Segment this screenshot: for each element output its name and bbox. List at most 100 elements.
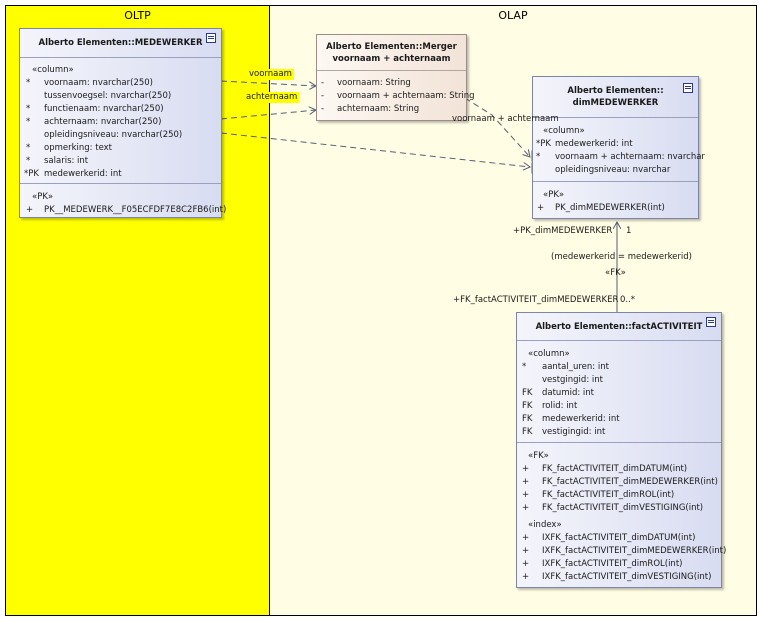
fk-row[interactable]: FK_factACTIVITEIT_dimDATUM(int)	[542, 464, 688, 474]
medewerker-pk-section: «PK» + PK__MEDEWERK__F05ECFDF7E8C2FB6(in…	[20, 184, 226, 217]
column-row[interactable]: opmerking: text	[44, 143, 113, 153]
row-marker: FK	[522, 401, 533, 411]
dim-medewerker-table[interactable]: Alberto Elementen:: dimMEDEWERKER «colum…	[532, 76, 705, 219]
column-row[interactable]: vestgingid: int	[542, 375, 603, 385]
connector-label-merge: voornaam + achternaam	[452, 114, 559, 124]
table-icon	[683, 83, 693, 93]
row-marker: +	[522, 490, 530, 500]
fact-activiteit-table[interactable]: Alberto Elementen::factACTIVITEIT «colum…	[516, 312, 726, 588]
column-stereotype: «column»	[32, 65, 74, 75]
fk-row[interactable]: FK_factACTIVITEIT_dimROL(int)	[542, 490, 675, 500]
row-marker: +	[522, 546, 530, 556]
row-marker: *	[26, 117, 31, 127]
attribute-row[interactable]: voornaam: String	[337, 78, 411, 88]
row-marker: +	[522, 477, 530, 487]
medewerker-table[interactable]: Alberto Elementen::MEDEWERKER «column» *…	[19, 28, 226, 218]
row-marker: *	[522, 362, 527, 372]
pk-row[interactable]: PK_dimMEDEWERKER(int)	[555, 203, 665, 213]
dim-medewerker-columns-section: «column» *PK medewerkerid: int * voornaa…	[533, 118, 705, 182]
fact-columns-section: «column» * aantal_uren: int vestgingid: …	[517, 341, 721, 443]
column-row[interactable]: datumid: int	[542, 388, 595, 398]
column-stereotype: «column»	[543, 126, 585, 136]
column-row[interactable]: salaris: int	[44, 156, 89, 166]
column-row[interactable]: medewerkerid: int	[555, 139, 633, 149]
column-row[interactable]: opleidingsniveau: nvarchar(250)	[44, 130, 183, 140]
row-marker: *	[26, 156, 31, 166]
column-row[interactable]: vestigingid: int	[542, 427, 606, 437]
connector-merge	[464, 97, 530, 157]
column-row[interactable]: medewerkerid: int	[542, 414, 620, 424]
row-marker: *	[26, 104, 31, 114]
attribute-row[interactable]: achternaam: String	[337, 104, 420, 114]
column-row[interactable]: aantal_uren: int	[542, 362, 609, 372]
column-row[interactable]: voornaam: nvarchar(250)	[44, 78, 153, 88]
column-row[interactable]: opleidingsniveau: nvarchar	[555, 165, 671, 175]
row-marker: -	[321, 78, 325, 88]
row-marker: FK	[522, 427, 533, 437]
index-row[interactable]: IXFK_factACTIVITEIT_dimDATUM(int)	[542, 533, 696, 543]
row-marker: +	[522, 503, 530, 513]
connector-opleiding	[220, 132, 530, 167]
connector-label-join: (medewerkerid = medewerkerid)	[551, 252, 692, 262]
index-stereotype: «index»	[528, 520, 562, 530]
connector-achternaam	[220, 110, 316, 120]
table-icon	[706, 317, 716, 327]
connector-label-fact-role: +FK_factACTIVITEIT_dimMEDEWERKER	[453, 295, 619, 305]
row-marker: -	[321, 91, 325, 101]
column-row[interactable]: rolid: int	[542, 401, 578, 411]
fk-row[interactable]: FK_factACTIVITEIT_dimVESTIGING(int)	[542, 503, 704, 513]
connector-label-fact-multiplicity: 0..*	[620, 295, 636, 305]
row-marker: *PK	[24, 169, 39, 179]
row-marker: FK	[522, 388, 533, 398]
dim-medewerker-title-1: Alberto Elementen::	[567, 86, 664, 96]
medewerker-columns-section: «column» * voornaam: nvarchar(250) tusse…	[20, 58, 221, 184]
pk-stereotype: «PK»	[32, 192, 54, 202]
index-row[interactable]: IXFK_factACTIVITEIT_dimVESTIGING(int)	[542, 572, 712, 582]
merger-attributes-section: - voornaam: String - voornaam + achterna…	[317, 71, 475, 120]
connector-label-dim-role: +PK_dimMEDEWERKER	[513, 226, 613, 236]
row-marker: +	[522, 533, 530, 543]
fk-stereotype: «FK»	[528, 451, 549, 461]
column-row[interactable]: medewerkerid: int	[44, 169, 122, 179]
fact-activiteit-title: Alberto Elementen::factACTIVITEIT	[535, 321, 703, 332]
connector-label-achternaam: achternaam	[244, 92, 300, 103]
attribute-row[interactable]: voornaam + achternaam: String	[337, 91, 475, 101]
column-row[interactable]: tussenvoegsel: nvarchar(250)	[44, 91, 172, 101]
connector-label-fk-stereotype: «FK»	[605, 268, 626, 278]
medewerker-table-header: Alberto Elementen::MEDEWERKER	[20, 29, 221, 58]
oltp-lane-title: OLTP	[124, 9, 151, 22]
merger-class-title-1: Alberto Elementen::Merger	[326, 41, 457, 52]
column-row[interactable]: functienaam: nvarchar(250)	[44, 104, 164, 114]
dim-medewerker-pk-section: «PK» + PK_dimMEDEWERKER(int)	[533, 182, 698, 218]
row-marker: +	[522, 572, 530, 582]
row-marker: -	[321, 104, 325, 114]
fact-operations-section: «FK» + FK_factACTIVITEIT_dimDATUM(int) +…	[517, 443, 726, 587]
row-marker: *PK	[536, 139, 551, 149]
merger-class-header: Alberto Elementen::Merger voornaam + ach…	[317, 35, 466, 71]
row-marker: +	[26, 205, 34, 215]
fk-row[interactable]: FK_factACTIVITEIT_dimMEDEWERKER(int)	[542, 477, 718, 487]
column-row[interactable]: voornaam + achternaam: nvarchar	[555, 152, 705, 162]
column-row[interactable]: achternaam: nvarchar(250)	[44, 117, 162, 127]
row-marker: *	[26, 78, 31, 88]
row-marker: FK	[522, 414, 533, 424]
row-marker: *	[536, 152, 541, 162]
dim-medewerker-title-2: dimMEDEWERKER	[572, 98, 659, 108]
table-icon	[206, 33, 216, 43]
row-marker: *	[26, 143, 31, 153]
connector-label-dim-multiplicity: 1	[626, 226, 632, 236]
row-marker: +	[522, 559, 530, 569]
merger-class[interactable]: Alberto Elementen::Merger voornaam + ach…	[316, 34, 475, 121]
row-marker: +	[522, 464, 530, 474]
fact-activiteit-table-header: Alberto Elementen::factACTIVITEIT	[517, 313, 721, 341]
dim-medewerker-table-header: Alberto Elementen:: dimMEDEWERKER	[533, 77, 698, 118]
column-stereotype: «column»	[528, 349, 570, 359]
row-marker: +	[537, 203, 545, 213]
index-row[interactable]: IXFK_factACTIVITEIT_dimMEDEWERKER(int)	[542, 546, 727, 556]
pk-stereotype: «PK»	[543, 190, 565, 200]
olap-lane-title: OLAP	[498, 9, 528, 22]
merger-class-title-2: voornaam + achternaam	[332, 53, 451, 64]
pk-row[interactable]: PK__MEDEWERK__F05ECFDF7E8C2FB6(int)	[44, 205, 227, 215]
medewerker-table-title: Alberto Elementen::MEDEWERKER	[38, 38, 203, 48]
index-row[interactable]: IXFK_factACTIVITEIT_dimROL(int)	[542, 559, 683, 569]
